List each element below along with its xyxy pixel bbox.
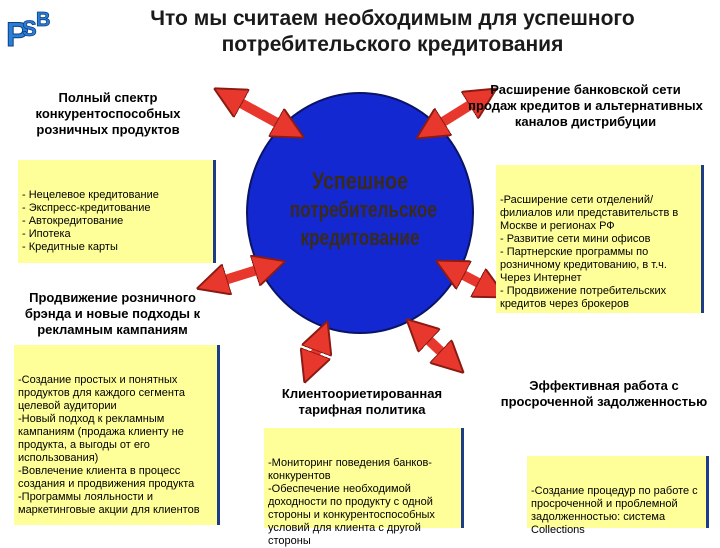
svg-text:P: P: [6, 16, 29, 54]
tariff-heading: Клиентоориетированная тарифная политика: [281, 386, 443, 417]
debt-box: -Создание процедур по работе с просрочен…: [527, 456, 709, 536]
products-box-bar: [213, 160, 216, 263]
debt-items: -Создание процедур по работе с просрочен…: [531, 485, 698, 536]
center-label-line1: Успешное: [311, 168, 409, 195]
products-box: - Нецелевое кредитование - Экспресс-кред…: [18, 160, 216, 263]
brand-box: -Создание простых и понятных продуктов д…: [14, 345, 220, 525]
brand-heading: Продвижение розничного брэнда и новые по…: [24, 290, 201, 337]
center-label: Успешное потребительское кредитование: [270, 168, 450, 252]
debt-heading: Эффективная работа с просроченной задолж…: [500, 378, 708, 409]
page-title: Что мы считаем необходимым для успешного…: [150, 7, 635, 56]
center-circle: [246, 92, 474, 334]
arrow-bottom-left: [310, 336, 322, 368]
psb-logo: P S B: [4, 6, 54, 55]
svg-text:B: B: [36, 9, 50, 31]
arrow-top-left: [228, 96, 290, 130]
network-box-bar: [701, 165, 704, 313]
arrow-mid-left: [212, 266, 270, 284]
center-label-line2: потребительское: [289, 197, 437, 222]
network-box: -Расширение сети отделений/филиалов или …: [496, 165, 704, 313]
brand-box-bar: [217, 345, 220, 525]
arrow-mid-right: [450, 268, 492, 290]
svg-text:S: S: [22, 16, 37, 41]
center-label-line3: кредитование: [300, 225, 420, 250]
tariff-items: -Мониторинг поведения банков-конкурентов…: [268, 457, 435, 547]
arrows: [212, 96, 492, 368]
debt-box-bar: [706, 456, 709, 528]
products-items: - Нецелевое кредитование - Экспресс-кред…: [22, 189, 159, 253]
network-items: -Расширение сети отделений/филиалов или …: [500, 194, 679, 310]
tariff-box: -Мониторинг поведения банков-конкурентов…: [264, 428, 464, 547]
network-heading: Расширение банковской сети продаж кредит…: [468, 82, 703, 129]
arrow-top-right: [430, 97, 483, 130]
tariff-box-bar: [461, 428, 464, 528]
brand-items: -Создание простых и понятных продуктов д…: [18, 374, 200, 516]
products-heading: Полный спектр конкурентоспособных рознич…: [35, 90, 181, 137]
arrow-bottom-right: [418, 330, 452, 362]
